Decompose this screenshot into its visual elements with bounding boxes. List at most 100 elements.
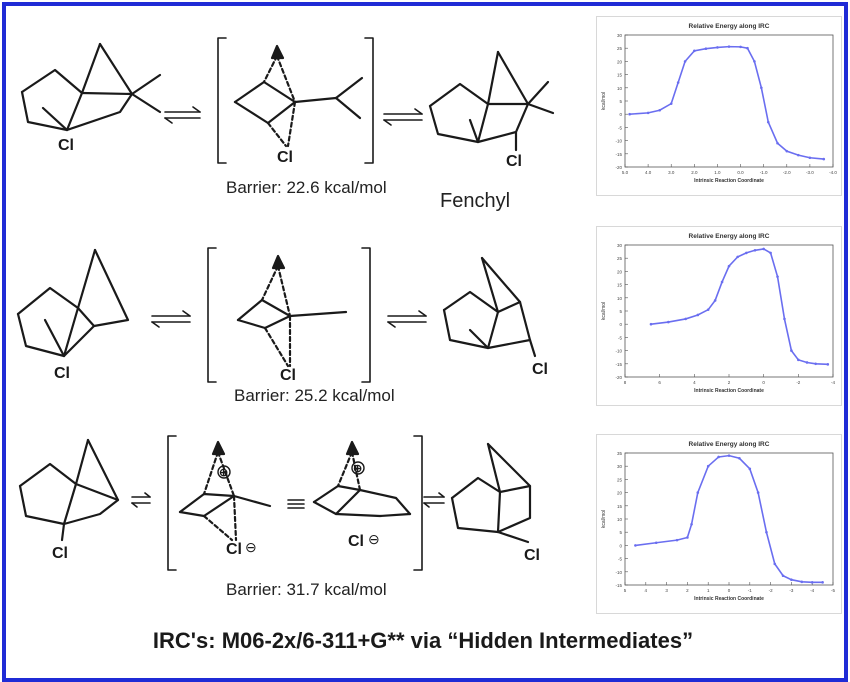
row3-eq-arrow-1 — [131, 492, 151, 508]
chart-title: Relative Energy along IRC — [689, 233, 770, 240]
row2-reactant — [16, 248, 130, 358]
irc-point — [762, 247, 765, 251]
irc-point — [693, 49, 696, 53]
irc-point — [696, 313, 700, 317]
irc-point — [800, 580, 804, 584]
x-tick-label: 3 — [665, 588, 668, 593]
x-tick-label: 0.0 — [737, 170, 744, 175]
irc-point — [739, 45, 742, 49]
plot-area — [624, 452, 834, 586]
row2-eq-arrow-2 — [387, 310, 427, 328]
x-tick-label: -3 — [789, 588, 793, 593]
x-tick-label: -1 — [748, 588, 752, 593]
y-tick-label: 15 — [617, 504, 623, 509]
irc-point — [686, 536, 689, 539]
y-tick-label: 30 — [617, 243, 623, 248]
x-tick-label: 1 — [707, 588, 710, 593]
y-tick-label: -15 — [615, 583, 622, 588]
irc-point — [713, 299, 717, 302]
y-tick-label: 10 — [617, 517, 623, 522]
row2-eq-arrow-1 — [151, 310, 191, 328]
irc-point — [683, 60, 687, 63]
irc-point — [634, 544, 637, 547]
row3-reactant-cl: Cl — [52, 545, 68, 562]
barrier-label-row1: Barrier: 22.6 kcal/mol — [226, 178, 387, 197]
x-axis-label: Intrinsic Reaction Coordinate — [694, 178, 764, 184]
x-tick-label: -2 — [796, 380, 800, 385]
anion-charge-1: ⊖ — [245, 539, 257, 555]
irc-point — [720, 280, 724, 284]
row2-reactant-cl: Cl — [54, 365, 70, 382]
irc-point — [669, 102, 673, 105]
row3-ts-cl-1: Cl — [226, 541, 242, 558]
irc-point — [667, 320, 670, 324]
x-tick-label: 2 — [686, 588, 689, 593]
irc-point — [773, 562, 777, 566]
x-tick-label: 5.0 — [622, 170, 629, 175]
irc-point — [628, 112, 631, 116]
irc-point — [785, 149, 789, 153]
irc-point — [727, 264, 731, 268]
anion-charge-2: ⊖ — [368, 531, 380, 547]
y-tick-label: 10 — [617, 296, 623, 301]
row3-transition-state — [167, 435, 423, 571]
y-tick-label: 5 — [619, 99, 622, 104]
y-tick-label: 5 — [619, 309, 622, 314]
x-tick-label: 4.0 — [645, 170, 652, 175]
irc-point — [756, 491, 760, 494]
irc-point — [658, 108, 661, 112]
x-tick-label: 6 — [658, 380, 661, 385]
irc-curve — [650, 248, 828, 366]
y-tick-label: -15 — [615, 362, 622, 367]
x-tick-label: 5 — [624, 588, 627, 593]
irc-point — [760, 86, 763, 90]
barrier-label-row2: Barrier: 25.2 kcal/mol — [234, 386, 395, 405]
row3-reactant — [18, 438, 120, 542]
row1-transition-state — [217, 37, 374, 164]
irc-point — [746, 46, 749, 50]
y-tick-label: 0 — [619, 322, 622, 327]
y-tick-label: 15 — [617, 73, 623, 78]
x-tick-label: -3.0 — [806, 170, 814, 175]
irc-point — [826, 363, 830, 366]
irc-point — [654, 541, 658, 545]
reaction-schemes: Cl Cl Cl Cl Cl Cl Cl Cl Cl Cl ⊕ ⊕ ⊖ ⊖ — [16, 37, 555, 571]
irc-point — [736, 255, 739, 259]
irc-point — [696, 491, 700, 494]
chart-title: Relative Energy along IRC — [689, 441, 770, 448]
irc-point — [738, 456, 741, 460]
product-name-fenchyl: Fenchyl — [440, 190, 511, 212]
row3-product — [450, 442, 532, 544]
irc-point — [776, 141, 779, 145]
row1-eq-arrow-1 — [164, 106, 201, 124]
y-tick-label: -5 — [618, 335, 622, 340]
irc-curve — [629, 45, 824, 160]
y-tick-label: 5 — [619, 530, 622, 535]
irc-curve — [635, 454, 823, 584]
irc-point — [790, 578, 793, 582]
irc-point — [783, 317, 786, 321]
plot-area — [624, 34, 834, 168]
row3-ts-cl-2: Cl — [348, 533, 364, 550]
y-tick-label: -20 — [615, 165, 622, 170]
x-tick-label: -1.0 — [760, 170, 768, 175]
irc-point — [684, 317, 687, 321]
y-tick-label: 20 — [617, 59, 623, 64]
x-tick-label: 0 — [728, 588, 731, 593]
y-tick-label: -15 — [615, 152, 622, 157]
x-tick-label: -4.0 — [829, 170, 837, 175]
y-tick-label: 20 — [617, 491, 623, 496]
irc-point — [716, 46, 719, 49]
y-axis-label: kcal/mol — [601, 92, 607, 110]
y-axis-label: kcal/mol — [601, 510, 607, 528]
irc-point — [649, 322, 653, 326]
x-tick-label: 2 — [728, 380, 731, 385]
irc-point — [748, 467, 752, 471]
irc-point — [727, 454, 731, 457]
row2-ts-cl: Cl — [280, 367, 296, 384]
x-tick-label: -2 — [769, 588, 773, 593]
y-tick-label: 25 — [617, 46, 623, 51]
